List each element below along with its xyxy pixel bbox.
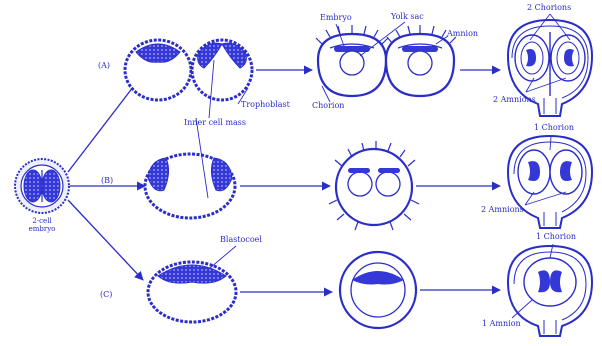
label-chorion: Chorion xyxy=(312,102,344,110)
label-inner-cell-mass: Inner cell mass xyxy=(184,119,246,127)
label-2-cell-line1: 2-cell xyxy=(24,218,60,225)
label-2-cell: 2-cell embryo xyxy=(24,218,60,233)
label-one-chorion-c: 1 Chorion xyxy=(536,233,576,241)
row-c-stage-2 xyxy=(340,252,416,328)
label-trophoblast: Trophoblast xyxy=(241,101,290,109)
label-two-amnions-b: 2 Amnions xyxy=(481,206,524,214)
row-a-blastocyst-2 xyxy=(192,40,252,100)
label-row-b: (B) xyxy=(101,177,113,185)
row-b-stage-2 xyxy=(329,141,419,230)
label-blastocoel: Blastocoel xyxy=(220,236,262,244)
label-two-chorions: 2 Chorions xyxy=(527,4,571,12)
row-a-stage-2 xyxy=(316,25,456,96)
label-amnion: Amnion xyxy=(447,30,478,38)
label-yolk-sac: Yolk sac xyxy=(391,13,424,21)
label-2-cell-line2: embryo xyxy=(24,226,60,233)
label-one-chorion-b: 1 Chorion xyxy=(534,124,574,132)
row-a-blastocyst-1 xyxy=(125,40,191,100)
label-one-amnion: 1 Amnion xyxy=(482,320,521,328)
label-row-c: (C) xyxy=(100,291,112,299)
label-embryo: Embryo xyxy=(320,14,352,22)
row-b-blastocyst xyxy=(145,154,235,218)
row-c-blastocyst xyxy=(148,262,236,322)
label-row-a: (A) xyxy=(98,62,110,70)
two-cell-embryo xyxy=(15,159,69,213)
label-two-amnions-a: 2 Amnions xyxy=(493,96,536,104)
